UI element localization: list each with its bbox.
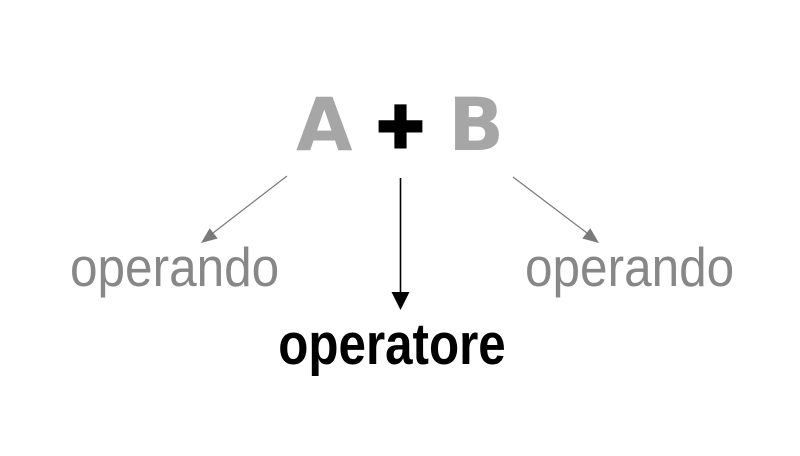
arrow-to-right-operand [512, 176, 599, 243]
expression: A + B [0, 85, 800, 165]
operand-b: B [448, 82, 505, 168]
arrow-to-operator [391, 178, 410, 310]
plus-operator: + [372, 88, 429, 161]
label-right-operand: operando [525, 236, 735, 298]
operand-a: A [295, 82, 353, 168]
label-left-operand: operando [70, 236, 280, 298]
label-operator: operatore [278, 312, 506, 377]
arrow-to-left-operand [201, 175, 288, 243]
